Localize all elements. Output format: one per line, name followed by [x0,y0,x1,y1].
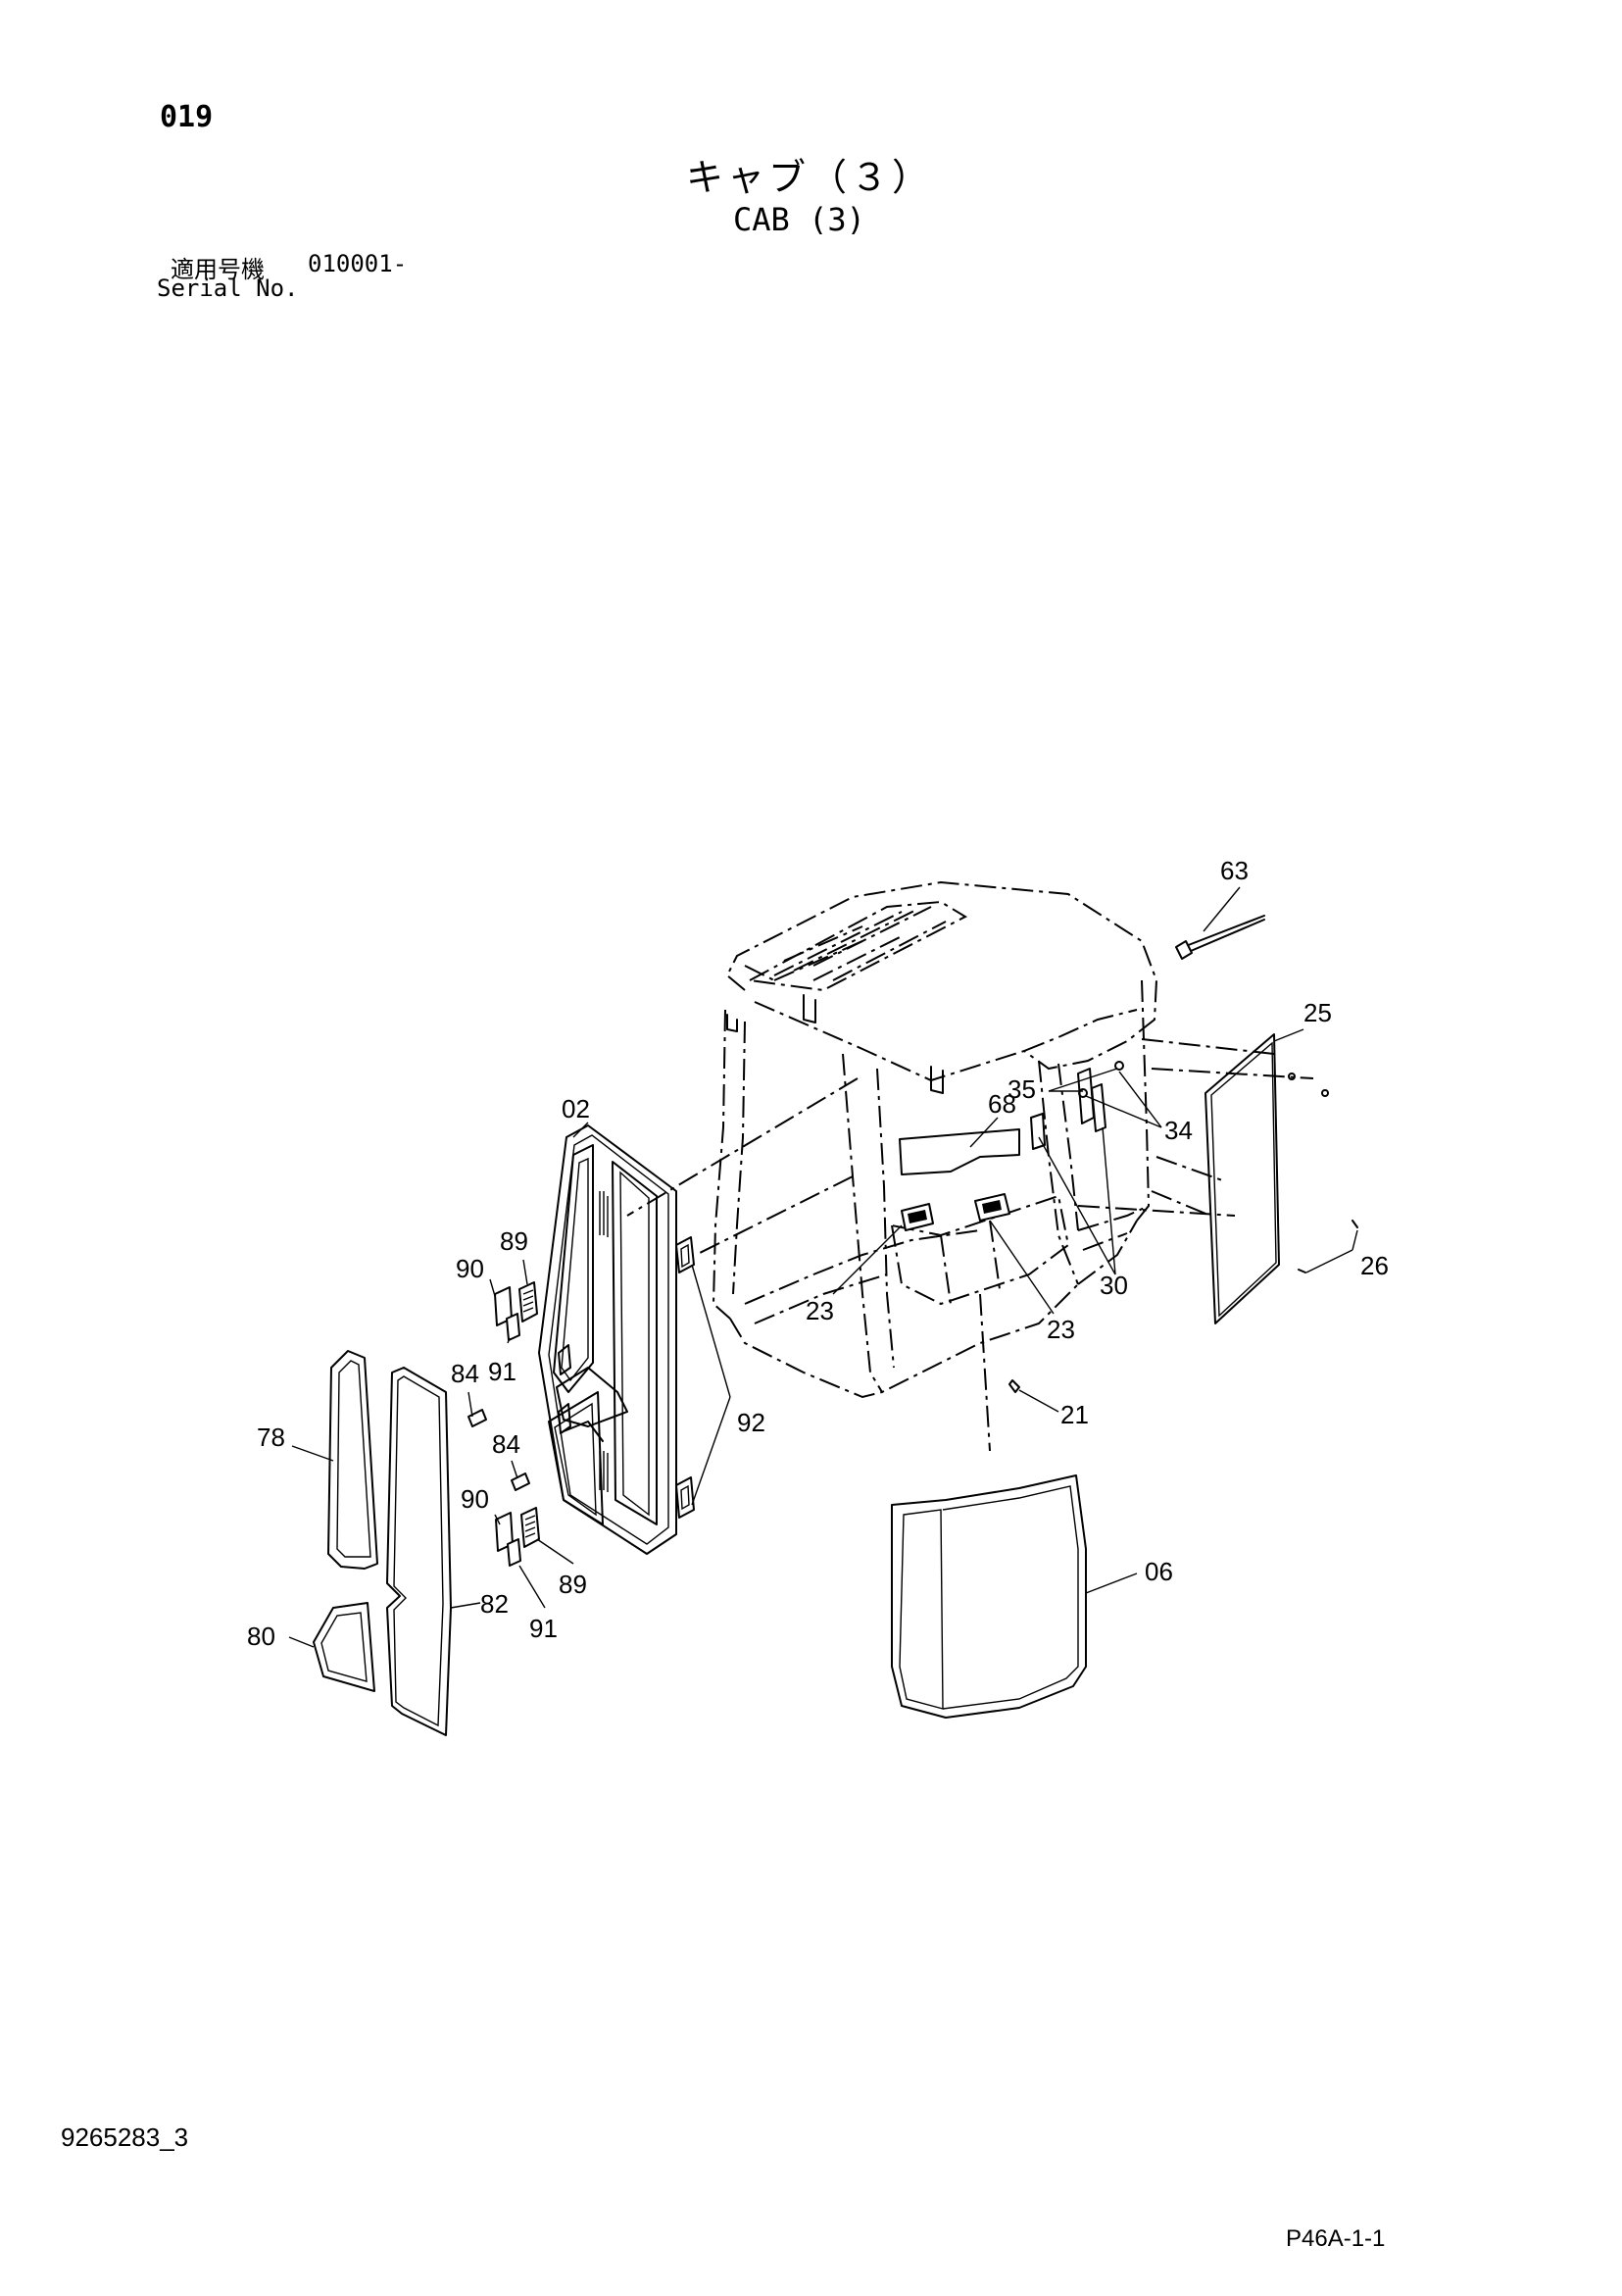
callout-91-lower: 91 [529,1614,558,1643]
part-84-clip-upper [467,1409,487,1427]
part-78-door-glass-upper [327,1350,378,1570]
part-89-latch-lower [520,1507,540,1548]
callout-89-upper: 89 [500,1226,528,1256]
callout-78: 78 [257,1423,285,1452]
callout-35: 35 [1008,1074,1036,1104]
callout-84-upper: 84 [451,1359,479,1388]
callout-68: 68 [988,1089,1016,1119]
page-title-english: CAB (3) [733,201,865,238]
part-34-nut [1114,1061,1124,1071]
callout-34: 34 [1164,1116,1193,1145]
callout-23-left: 23 [806,1296,834,1325]
serial-number-value: 010001- [308,250,408,277]
callout-84-lower: 84 [492,1429,520,1459]
callout-06: 06 [1145,1557,1173,1586]
plate-code: P46A-1-1 [1286,2225,1386,2252]
page-title-japanese: キャブ（３） [686,156,934,199]
callout-90-upper: 90 [456,1254,484,1283]
callout-92: 92 [737,1408,765,1437]
part-06-front-windshield [891,1474,1087,1719]
part-23-switch-right [974,1193,1010,1222]
serial-label-japanese: 適用号機 [171,256,265,283]
part-84-clip-lower [511,1472,530,1491]
part-80-door-glass-lower [313,1602,375,1692]
part-68-plate [899,1128,1020,1175]
part-91-cover-lower [507,1538,521,1567]
callout-02: 02 [562,1094,590,1123]
leader-lines [288,886,1358,1648]
serial-label-english: Serial No. [157,275,299,302]
callout-23-right: 23 [1047,1315,1075,1344]
cab-frame [712,880,1158,1399]
part-30-bracket [1030,1113,1046,1150]
part-02-door [538,1124,677,1555]
part-91-cover-upper [506,1313,520,1341]
callout-91-upper: 91 [488,1357,516,1386]
callout-63: 63 [1220,856,1249,885]
part-89-latch-upper [518,1281,538,1323]
part-82-door-seal [386,1367,452,1736]
part-92-hinge [675,1236,695,1519]
callout-89-lower: 89 [559,1570,587,1599]
callout-90-lower: 90 [461,1484,489,1514]
part-35-bolt [1078,1088,1088,1098]
callout-80: 80 [247,1622,275,1651]
callout-labels: 63 25 35 34 68 02 89 90 91 84 84 78 23 2… [247,856,1389,1651]
part-23-switch-left [901,1203,934,1231]
part-25-rear-glass [1204,1033,1280,1324]
callout-30: 30 [1100,1271,1128,1300]
callout-25: 25 [1303,998,1332,1027]
part-21-pin [1008,1379,1020,1393]
part-63-wiper [1175,915,1265,960]
callout-26: 26 [1360,1251,1389,1280]
page-number: 019 [160,100,214,134]
callout-82: 82 [480,1589,509,1619]
callout-21: 21 [1060,1400,1089,1429]
document-code: 9265283_3 [61,2122,189,2152]
